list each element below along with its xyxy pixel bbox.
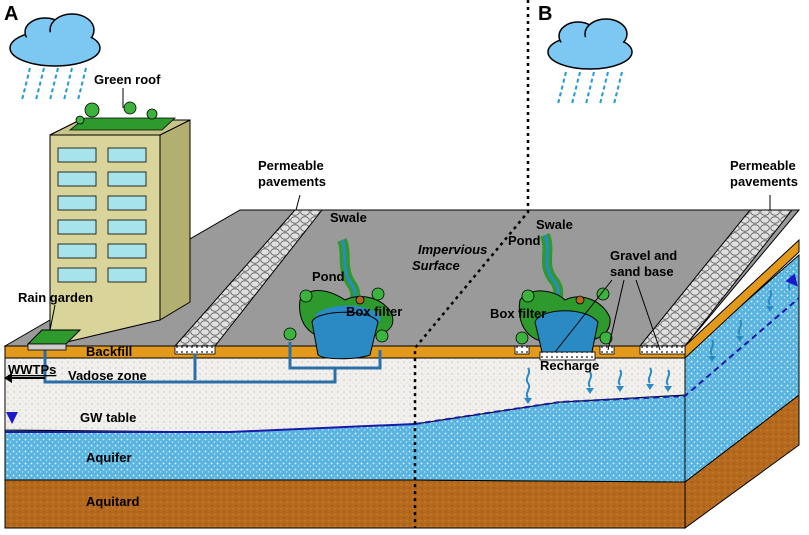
rain-garden-box xyxy=(27,343,67,351)
building-side xyxy=(159,119,191,321)
pond-right-label: Pond xyxy=(508,233,541,248)
box-filter-left xyxy=(311,311,379,360)
cloud-left-icon xyxy=(9,13,101,101)
swale-right-label: Swale xyxy=(536,217,573,232)
box-filter-left-label: Box filter xyxy=(346,304,402,319)
gw-table-marker-right xyxy=(785,273,798,287)
permeable-left-label-2: pavements xyxy=(258,174,326,189)
box-filter-right-label: Box filter xyxy=(490,306,546,321)
vadose-zone-label: Vadose zone xyxy=(68,368,147,383)
green-roof-vegetation xyxy=(68,101,177,131)
aquitard-label: Aquitard xyxy=(86,494,140,509)
panel-label-b: B xyxy=(538,3,552,25)
green-roof-label: Green roof xyxy=(94,72,161,87)
recharge-label: Recharge xyxy=(540,358,599,373)
building-windows xyxy=(57,147,147,283)
swale-left-label: Swale xyxy=(330,210,367,225)
permeable-right-label-1: Permeable xyxy=(730,158,796,173)
section-divider xyxy=(413,0,530,528)
gw-table-label: GW table xyxy=(80,410,136,425)
gravel-label-1: Gravel and xyxy=(610,248,677,263)
leader-lines xyxy=(49,88,771,353)
impervious-label-2: Surface xyxy=(412,258,460,273)
aquifer-side xyxy=(684,253,800,484)
drain-pipes-left xyxy=(43,342,382,384)
wwtp-arrowhead xyxy=(4,373,12,383)
gw-table-marker-left xyxy=(6,412,18,424)
permeable-left-label-1: Permeable xyxy=(258,158,324,173)
aquifer-label: Aquifer xyxy=(86,450,132,465)
panel-label-a: A xyxy=(4,3,18,25)
cloud-right-icon xyxy=(547,18,633,105)
gravel-label-2: sand base xyxy=(610,264,674,279)
gravel-bases xyxy=(514,345,686,361)
gw-table-line xyxy=(5,423,416,433)
gw-table-raised-line xyxy=(414,297,800,425)
pavement-front-left xyxy=(174,345,216,355)
wwtps-label: WWTPs xyxy=(8,362,56,377)
trees-left xyxy=(283,287,389,343)
trees-right xyxy=(515,287,613,345)
recharge-arrowheads xyxy=(524,306,774,404)
building-front xyxy=(49,134,161,347)
backfill-label: Backfill xyxy=(86,344,132,359)
rain-garden-label: Rain garden xyxy=(18,290,93,305)
impervious-label-1: Impervious xyxy=(418,242,487,257)
pond-left-label: Pond xyxy=(312,269,345,284)
permeable-right-label-2: pavements xyxy=(730,174,798,189)
